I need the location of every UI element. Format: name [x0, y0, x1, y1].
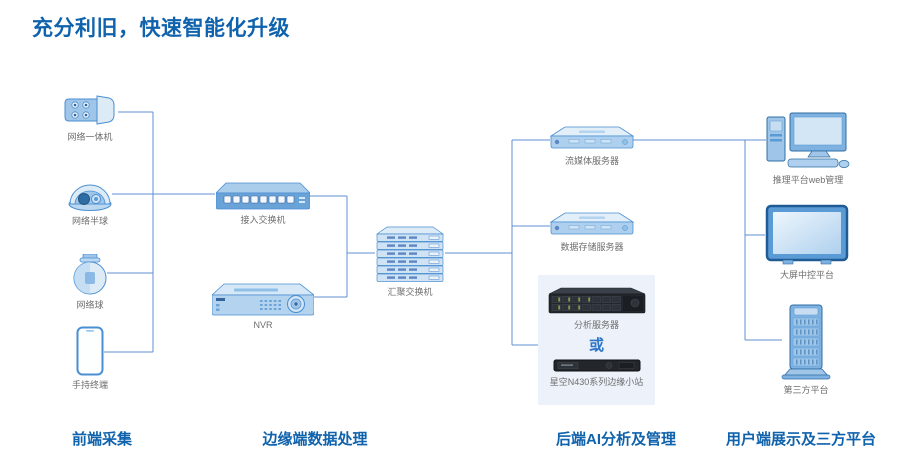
- storage-server-icon: [549, 212, 635, 235]
- device-handheld: 手持终端: [72, 326, 109, 391]
- device-label: 分析服务器: [573, 320, 619, 330]
- device-storage-server: 数据存储服务器: [548, 212, 636, 253]
- device-aggregation-switch: 汇聚交换机: [374, 226, 446, 298]
- device-access-switch: 接入交换机: [215, 181, 311, 226]
- device-label: 第三方平台: [783, 385, 829, 395]
- device-label: 汇聚交换机: [387, 287, 433, 297]
- device-label: 接入交换机: [240, 215, 286, 225]
- device-label: 网络半球: [71, 216, 108, 226]
- analysis-server-icon: [548, 287, 645, 314]
- device-ball-camera: 网络球: [70, 254, 110, 311]
- device-third-party-platform: 第三方平台: [778, 303, 834, 396]
- media-server-icon: [549, 126, 635, 149]
- dome-camera-icon: [68, 184, 112, 211]
- stage-label-edge: 边缘端数据处理: [262, 431, 368, 448]
- edge-station-icon: [553, 359, 640, 372]
- stage-label-frontend: 前端采集: [71, 431, 133, 448]
- handheld-terminal-icon: [76, 326, 104, 376]
- device-media-server: 流媒体服务器: [548, 126, 636, 167]
- device-web-management-pc: 推理平台web管理: [764, 111, 852, 186]
- analysis-option-panel: 分析服务器 或 星空N430系列边缘小站: [538, 275, 655, 405]
- device-label: 流媒体服务器: [564, 156, 619, 166]
- or-label: 或: [588, 337, 604, 354]
- desktop-pc-icon: [766, 112, 850, 168]
- device-big-screen: 大屏中控平台: [763, 204, 851, 281]
- device-label: 数据存储服务器: [560, 242, 624, 252]
- device-bullet-camera: 网络一体机: [58, 92, 122, 143]
- device-dome-camera: 网络半球: [64, 176, 116, 227]
- device-label: 手持终端: [72, 380, 109, 390]
- access-switch-icon: [216, 182, 310, 210]
- aggregation-switch-icon: [375, 226, 445, 282]
- device-label: 大屏中控平台: [779, 270, 834, 280]
- device-label: 网络球: [76, 300, 104, 310]
- ptz-camera-icon: [73, 254, 107, 295]
- device-label: 网络一体机: [67, 132, 113, 142]
- device-label: 推理平台web管理: [772, 175, 844, 185]
- stage-label-backend: 后端AI分析及管理: [555, 431, 677, 448]
- device-label: NVR: [253, 320, 273, 330]
- page-title: 充分利旧，快速智能化升级: [32, 17, 290, 40]
- stage-label-client: 用户端展示及三方平台: [725, 431, 877, 448]
- device-nvr: NVR: [212, 282, 314, 330]
- big-screen-icon: [765, 204, 849, 265]
- device-label: 星空N430系列边缘小站: [549, 377, 644, 387]
- nvr-icon: [212, 283, 314, 316]
- bullet-camera-icon: [64, 95, 115, 125]
- tower-server-icon: [781, 304, 831, 380]
